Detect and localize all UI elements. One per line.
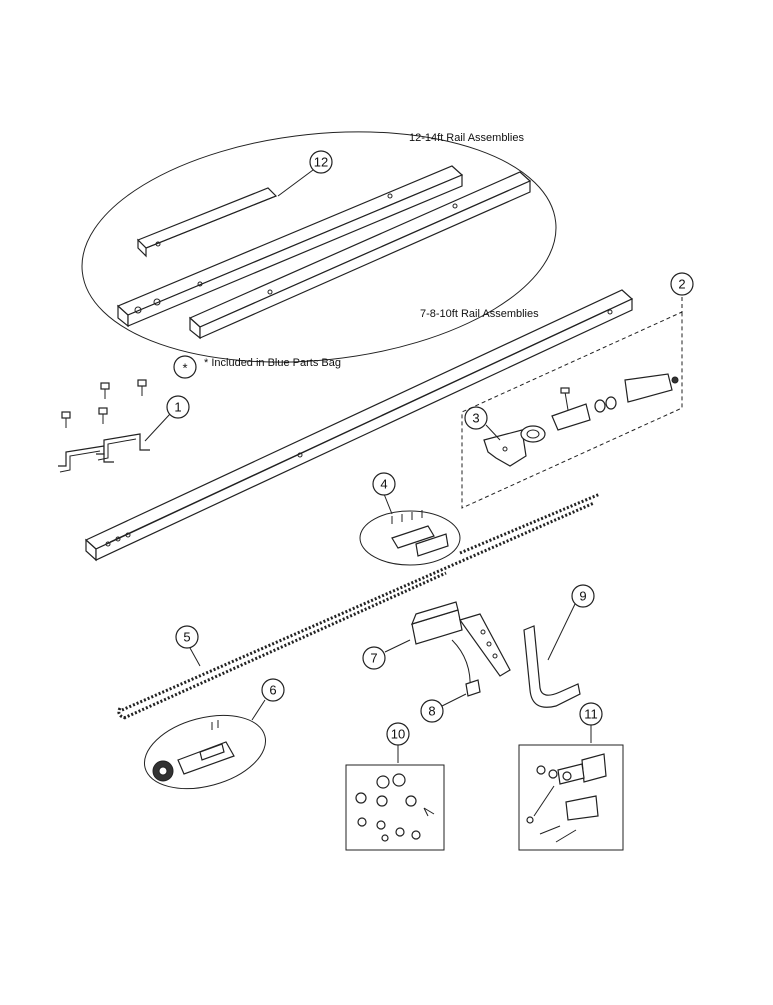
callout-3: [464, 406, 488, 430]
hardware-box-11: [518, 744, 624, 851]
svg-text:2: 2: [678, 277, 685, 292]
sprocket-icon: [152, 760, 174, 782]
washer-icon: [594, 396, 617, 413]
callout-5: [175, 625, 199, 649]
rail-extension-short: [136, 187, 278, 258]
bracket-icon: [96, 433, 150, 461]
blue-parts-bag-note: * * Included in Blue Parts Bag: [173, 355, 341, 379]
bolt-icon: [560, 387, 570, 411]
callout-6: [261, 678, 285, 702]
callout-8: [420, 699, 444, 723]
svg-text:8: 8: [428, 704, 435, 719]
callout-7: [362, 646, 386, 670]
part-8-release-handle: 8: [420, 679, 481, 723]
svg-text:12: 12: [314, 155, 328, 170]
screw-icon: [98, 407, 108, 424]
nut-icon: [376, 773, 406, 789]
part-11-hardware-kit: 11: [518, 702, 624, 851]
rail-section-long-2: [188, 171, 532, 340]
screw-icon: [100, 382, 110, 399]
part-2-header-assembly: 2 3: [461, 272, 694, 509]
screw-icon: [61, 411, 71, 428]
svg-text:7: 7: [370, 651, 377, 666]
asterisk-callout: [173, 355, 197, 379]
bolt-icon: [355, 792, 417, 807]
callout-12: [309, 150, 333, 174]
main-rail: [84, 289, 634, 562]
header-bracket: [551, 403, 591, 431]
svg-text:9: 9: [579, 589, 586, 604]
screw-icon: [357, 817, 421, 842]
rail-7-10ft-group: 7-8-10ft Rail Assemblies: [84, 289, 634, 562]
bolt-icon: [526, 785, 577, 843]
part-6-sprocket-assembly: 6: [143, 678, 285, 790]
idler-bracket: [483, 429, 527, 467]
part-4-chain-connector: 4: [359, 472, 461, 566]
part-1-brackets: 1: [58, 379, 190, 473]
callout-9: [571, 584, 595, 608]
hardware-box-10: [345, 764, 445, 851]
included-in-blue-parts-bag-label: * Included in Blue Parts Bag: [204, 357, 341, 369]
svg-text:4: 4: [380, 477, 387, 492]
callout-1: [166, 395, 190, 419]
rail-7-10ft-label: 7-8-10ft Rail Assemblies: [420, 308, 539, 320]
part-10-hardware-kit: 10: [345, 722, 445, 851]
rail-12-14ft-group: 12-14ft Rail Assemblies: [81, 131, 557, 363]
callout-2: [670, 272, 694, 296]
svg-text:5: 5: [183, 630, 190, 645]
rail-section-long-1: [116, 165, 464, 328]
screw-icon: [137, 379, 147, 396]
part-7-trolley: 7: [362, 601, 511, 691]
rail-12-14ft-label: 12-14ft Rail Assemblies: [409, 132, 524, 144]
trolley-arm: [459, 613, 511, 677]
pulley-icon: [520, 425, 546, 443]
svg-text:10: 10: [391, 727, 405, 742]
svg-text:1: 1: [174, 400, 181, 415]
svg-text:11: 11: [584, 707, 598, 722]
svg-text:3: 3: [472, 411, 479, 426]
trolley-bolt-bracket: [624, 373, 679, 403]
bracket-icon: [565, 795, 599, 821]
part-9-door-arm: 9: [523, 584, 595, 708]
svg-text:6: 6: [269, 683, 276, 698]
bracket-icon: [58, 445, 114, 473]
part-5-chain: 5: [117, 492, 601, 720]
rail-12-14ft-ellipse: [81, 131, 557, 363]
svg-text:*: *: [182, 361, 187, 376]
callout-4: [372, 472, 396, 496]
screw-icon: [536, 765, 572, 781]
